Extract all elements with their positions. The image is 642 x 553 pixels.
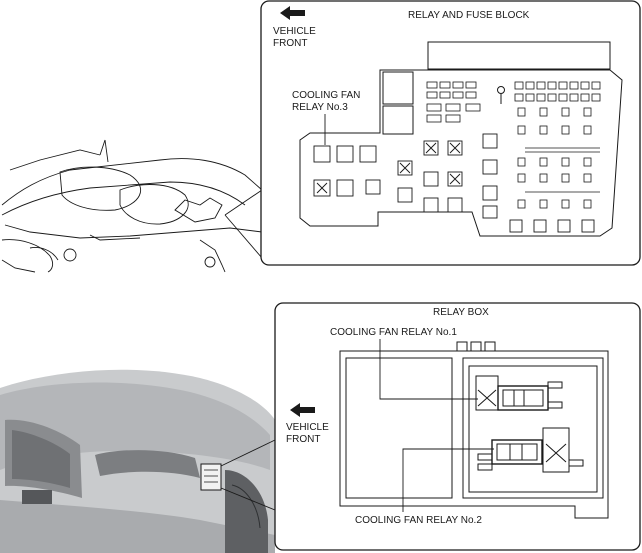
car-front-illustration xyxy=(0,369,276,553)
relay-box-panel xyxy=(274,302,641,551)
fuse-rows xyxy=(426,81,601,209)
cooling-fan-relay-1-leader xyxy=(379,339,478,400)
relay-box-title: RELAY BOX xyxy=(433,307,489,318)
vehicle-front-text-top-2: FRONT xyxy=(273,38,307,49)
cooling-fan-relay-3-label-line1: COOLING FAN xyxy=(292,90,360,101)
engine-bay-illustration xyxy=(1,139,263,273)
relay-box xyxy=(339,341,609,519)
cooling-fan-relay-2-label: COOLING FAN RELAY No.2 xyxy=(355,515,482,526)
relay-sockets xyxy=(313,133,595,233)
vehicle-front-arrow-bottom xyxy=(290,403,315,417)
cooling-fan-relay-1-label: COOLING FAN RELAY No.1 xyxy=(330,327,457,338)
vehicle-front-label-bottom-line1: VEHICLE xyxy=(286,422,329,433)
cooling-fan-relay-3-label-line2: RELAY No.3 xyxy=(292,102,348,113)
cooling-fan-relay-2-leader xyxy=(402,448,494,512)
vehicle-front-label-bottom-line2: FRONT xyxy=(286,434,320,445)
relay-fuse-block-panel xyxy=(260,0,641,266)
vehicle-front-text-top-1: VEHICLE xyxy=(273,26,316,37)
relay-fuse-block-title: RELAY AND FUSE BLOCK xyxy=(408,10,530,21)
relay-fuse-block xyxy=(299,41,623,237)
